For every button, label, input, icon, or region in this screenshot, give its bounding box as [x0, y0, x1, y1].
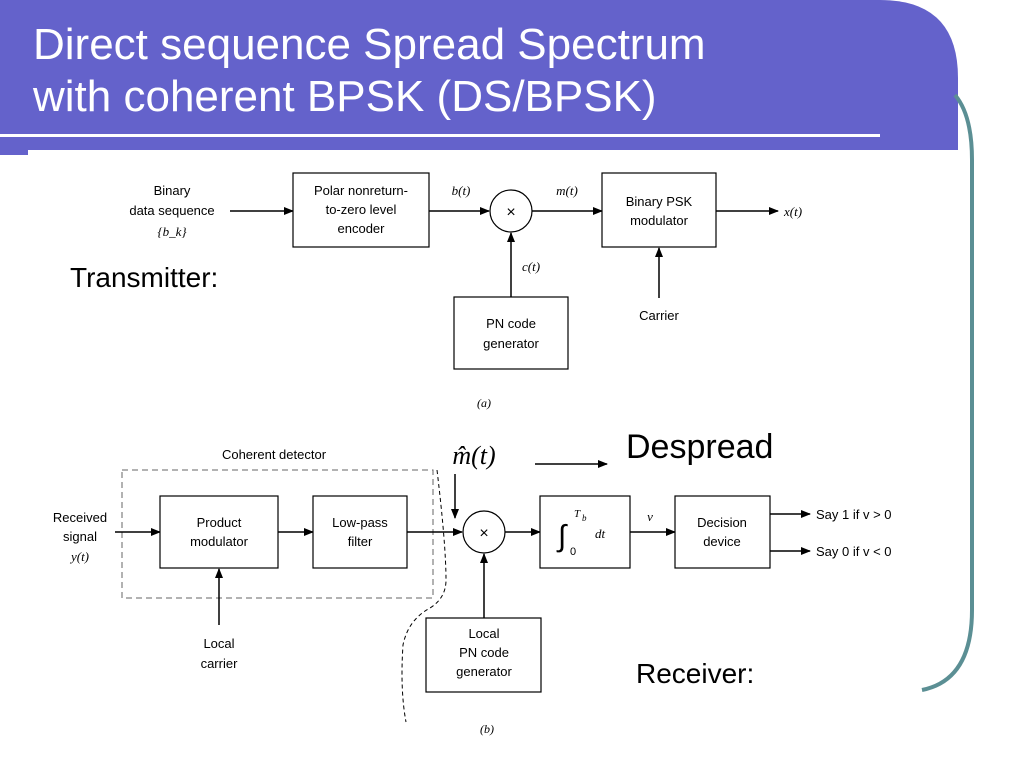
tx-encoder-line1: Polar nonreturn-	[314, 183, 408, 198]
rx-integrator-upper-sub: b	[582, 513, 587, 523]
tx-output-signal: x(t)	[783, 204, 802, 219]
rx-lowpass-block	[312, 495, 408, 569]
tx-pn-line1: PN code	[486, 316, 536, 331]
tx-pn-line2: generator	[483, 336, 539, 351]
rx-pn-line2: PN code	[459, 645, 509, 660]
rx-pn-line1: Local	[468, 626, 499, 641]
rx-product-line2: modulator	[190, 534, 248, 549]
tx-encoder-block	[292, 172, 430, 248]
accent-curve	[921, 93, 974, 692]
tx-input-label-line2: data sequence	[129, 203, 214, 218]
rx-integral-symbol: ∫	[556, 520, 568, 553]
tx-modulator-line2: modulator	[630, 213, 688, 228]
rx-decision-line1: Decision	[697, 515, 747, 530]
tx-c-signal: c(t)	[522, 259, 540, 274]
tx-encoder-line3: encoder	[338, 221, 386, 236]
rx-input-line2: signal	[63, 529, 97, 544]
title-underline	[0, 134, 880, 137]
rx-local-carrier-line2: carrier	[201, 656, 239, 671]
rx-dashed-boundary-curve	[401, 469, 447, 723]
rx-multiplier-symbol: ×	[479, 525, 488, 542]
rx-v-signal: v	[647, 509, 653, 524]
rx-decision-line2: device	[703, 534, 741, 549]
rx-integrator-lower: 0	[570, 546, 576, 558]
rx-product-line1: Product	[197, 515, 242, 530]
rx-integrator-upper: T	[574, 508, 581, 520]
rx-mhat-signal: m̂(t)	[452, 441, 495, 470]
rx-caption: (b)	[480, 722, 494, 736]
tx-modulator-block	[601, 172, 717, 248]
rx-detector-boundary	[121, 469, 434, 599]
tx-carrier-label: Carrier	[639, 308, 679, 323]
rx-say1-label: Say 1 if v > 0	[816, 507, 892, 522]
rx-detector-label: Coherent detector	[222, 447, 327, 462]
rx-product-block	[159, 495, 279, 569]
tx-input-symbol: {b_k}	[157, 224, 187, 239]
rx-integrator-dt: dt	[595, 526, 606, 541]
slide-title-line1: Direct sequence Spread Spectrum	[33, 20, 706, 69]
receiver-label: Receiver:	[636, 658, 755, 689]
tx-modulator-line1: Binary PSK	[626, 194, 693, 209]
rx-integrator-block	[539, 495, 631, 569]
tx-b-signal: b(t)	[452, 183, 471, 198]
rx-lowpass-line1: Low-pass	[332, 515, 388, 530]
transmitter-diagram: Binary data sequence {b_k} Polar nonretu…	[129, 172, 802, 410]
rx-pn-line3: generator	[456, 664, 512, 679]
tx-encoder-line2: to-zero level	[326, 202, 397, 217]
slide-title-line2: with coherent BPSK (DS/BPSK)	[33, 72, 657, 121]
rx-input-line1: Received	[53, 510, 107, 525]
rx-local-carrier-line1: Local	[203, 636, 234, 651]
despread-label: Despread	[626, 428, 774, 466]
tx-pn-block	[453, 296, 569, 370]
title-bar	[0, 0, 958, 150]
tx-input-label-line1: Binary	[154, 183, 191, 198]
receiver-diagram: Coherent detector Received signal y(t) P…	[53, 441, 892, 736]
tx-multiplier-symbol: ×	[506, 204, 515, 221]
rx-pn-block	[425, 617, 542, 693]
transmitter-label: Transmitter:	[70, 262, 219, 293]
tx-caption: (a)	[477, 396, 491, 410]
title-tab	[0, 148, 28, 155]
rx-say0-label: Say 0 if v < 0	[816, 544, 892, 559]
rx-decision-block	[674, 495, 771, 569]
rx-input-signal: y(t)	[69, 549, 89, 564]
tx-m-signal: m(t)	[556, 183, 578, 198]
rx-lowpass-line2: filter	[348, 534, 373, 549]
